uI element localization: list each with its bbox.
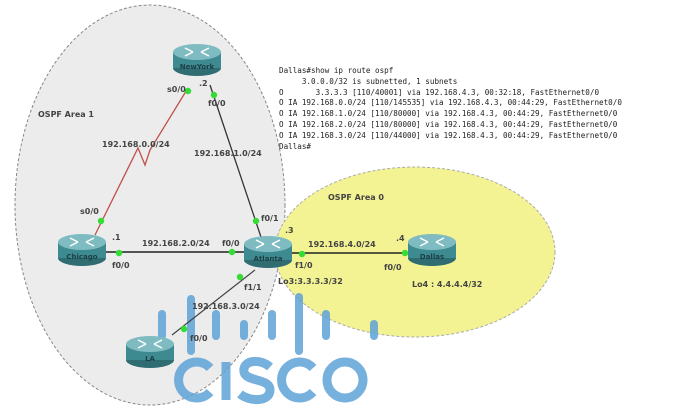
terminal-line: Dallas# xyxy=(279,141,312,151)
iface-ny-host: .2 xyxy=(199,79,208,88)
area-0-label: OSPF Area 0 xyxy=(328,193,384,202)
link-atlanta-la xyxy=(171,269,256,336)
iface-chicago-host: .1 xyxy=(112,233,121,242)
area-1-label: OSPF Area 1 xyxy=(38,110,94,119)
link-label-atlanta-dallas: 192.168.4.0/24 xyxy=(308,240,376,249)
router-newyork[interactable]: NewYork xyxy=(173,44,221,76)
port-atlanta-f10 xyxy=(298,250,306,258)
port-ny-f00 xyxy=(210,91,218,99)
cisco-logo-lettering xyxy=(174,356,368,404)
link-ny-atlanta xyxy=(209,84,263,241)
iface-ny-s00: s0/0 xyxy=(167,85,186,94)
terminal-line: 3.0.0.0/32 is subnetted, 1 subnets xyxy=(279,76,458,86)
port-ny-s00 xyxy=(184,87,192,95)
router-atlanta[interactable]: Atlanta xyxy=(244,236,292,268)
iface-la-f00: f0/0 xyxy=(190,334,208,343)
router-icon xyxy=(419,237,445,247)
terminal-output: Dallas#show ip route ospf 3.0.0.0/32 is … xyxy=(279,66,622,152)
terminal-line: O IA 192.168.0.0/24 [110/145535] via 192… xyxy=(279,98,622,108)
atlanta-loopback: Lo3:3.3.3.3/32 xyxy=(278,277,343,286)
router-chicago[interactable]: Chicago xyxy=(58,234,106,266)
iface-chicago-f00: f0/0 xyxy=(112,261,130,270)
iface-atlanta-f01: f0/1 xyxy=(261,214,279,223)
terminal-line: O IA 192.168.1.0/24 [110/80000] via 192.… xyxy=(279,109,618,119)
terminal-line: O IA 192.168.3.0/24 [110/44000] via 192.… xyxy=(279,130,618,140)
ospf-area-1-region xyxy=(14,4,286,406)
port-chicago-s00 xyxy=(97,217,105,225)
link-label-atlanta-la: 192.168.3.0/24 xyxy=(192,302,260,311)
router-icon xyxy=(184,47,210,57)
link-label-chicago-atlanta: 192.168.2.0/24 xyxy=(142,239,210,248)
router-icon xyxy=(255,239,281,249)
port-dots xyxy=(97,87,409,333)
iface-atlanta-f11: f1/1 xyxy=(244,283,262,292)
router-la[interactable]: LA xyxy=(126,336,174,368)
port-atlanta-f00 xyxy=(228,248,236,256)
terminal-line: O IA 192.168.2.0/24 [110/80000] via 192.… xyxy=(279,119,618,129)
iface-atlanta-f10: f1/0 xyxy=(295,261,313,270)
router-name: Atlanta xyxy=(254,255,283,263)
router-dallas[interactable]: Dallas xyxy=(408,234,456,266)
iface-atlanta-host: .3 xyxy=(285,226,294,235)
port-la-f00 xyxy=(180,325,188,333)
port-atlanta-f11 xyxy=(236,273,244,281)
router-name: LA xyxy=(145,355,155,363)
iface-dallas-host: .4 xyxy=(396,234,405,243)
iface-chicago-s00: s0/0 xyxy=(80,207,99,216)
router-name: Dallas xyxy=(420,253,444,261)
port-atlanta-f01 xyxy=(252,217,260,225)
iface-dallas-f00: f0/0 xyxy=(384,263,402,272)
dallas-loopback: Lo4 : 4.4.4.4/32 xyxy=(412,280,482,289)
port-chicago-f00 xyxy=(115,249,123,257)
router-icon xyxy=(137,339,163,349)
terminal-line: O 3.3.3.3 [110/40001] via 192.168.4.3, 0… xyxy=(279,87,600,97)
terminal-line: Dallas#show ip route ospf xyxy=(279,66,394,75)
router-name: NewYork xyxy=(180,63,215,71)
link-label-ny-chicago: 192.168.0.0/24 xyxy=(102,140,170,149)
cisco-logo xyxy=(158,293,378,404)
router-icon xyxy=(69,237,95,247)
router-name: Chicago xyxy=(66,253,97,261)
link-label-ny-atlanta: 192.168.1.0/24 xyxy=(194,149,262,158)
iface-atlanta-f00: f0/0 xyxy=(222,239,240,248)
port-dallas-f00 xyxy=(401,249,409,257)
link-ny-chicago-serial xyxy=(94,87,189,236)
iface-ny-f00: f0/0 xyxy=(208,99,226,108)
